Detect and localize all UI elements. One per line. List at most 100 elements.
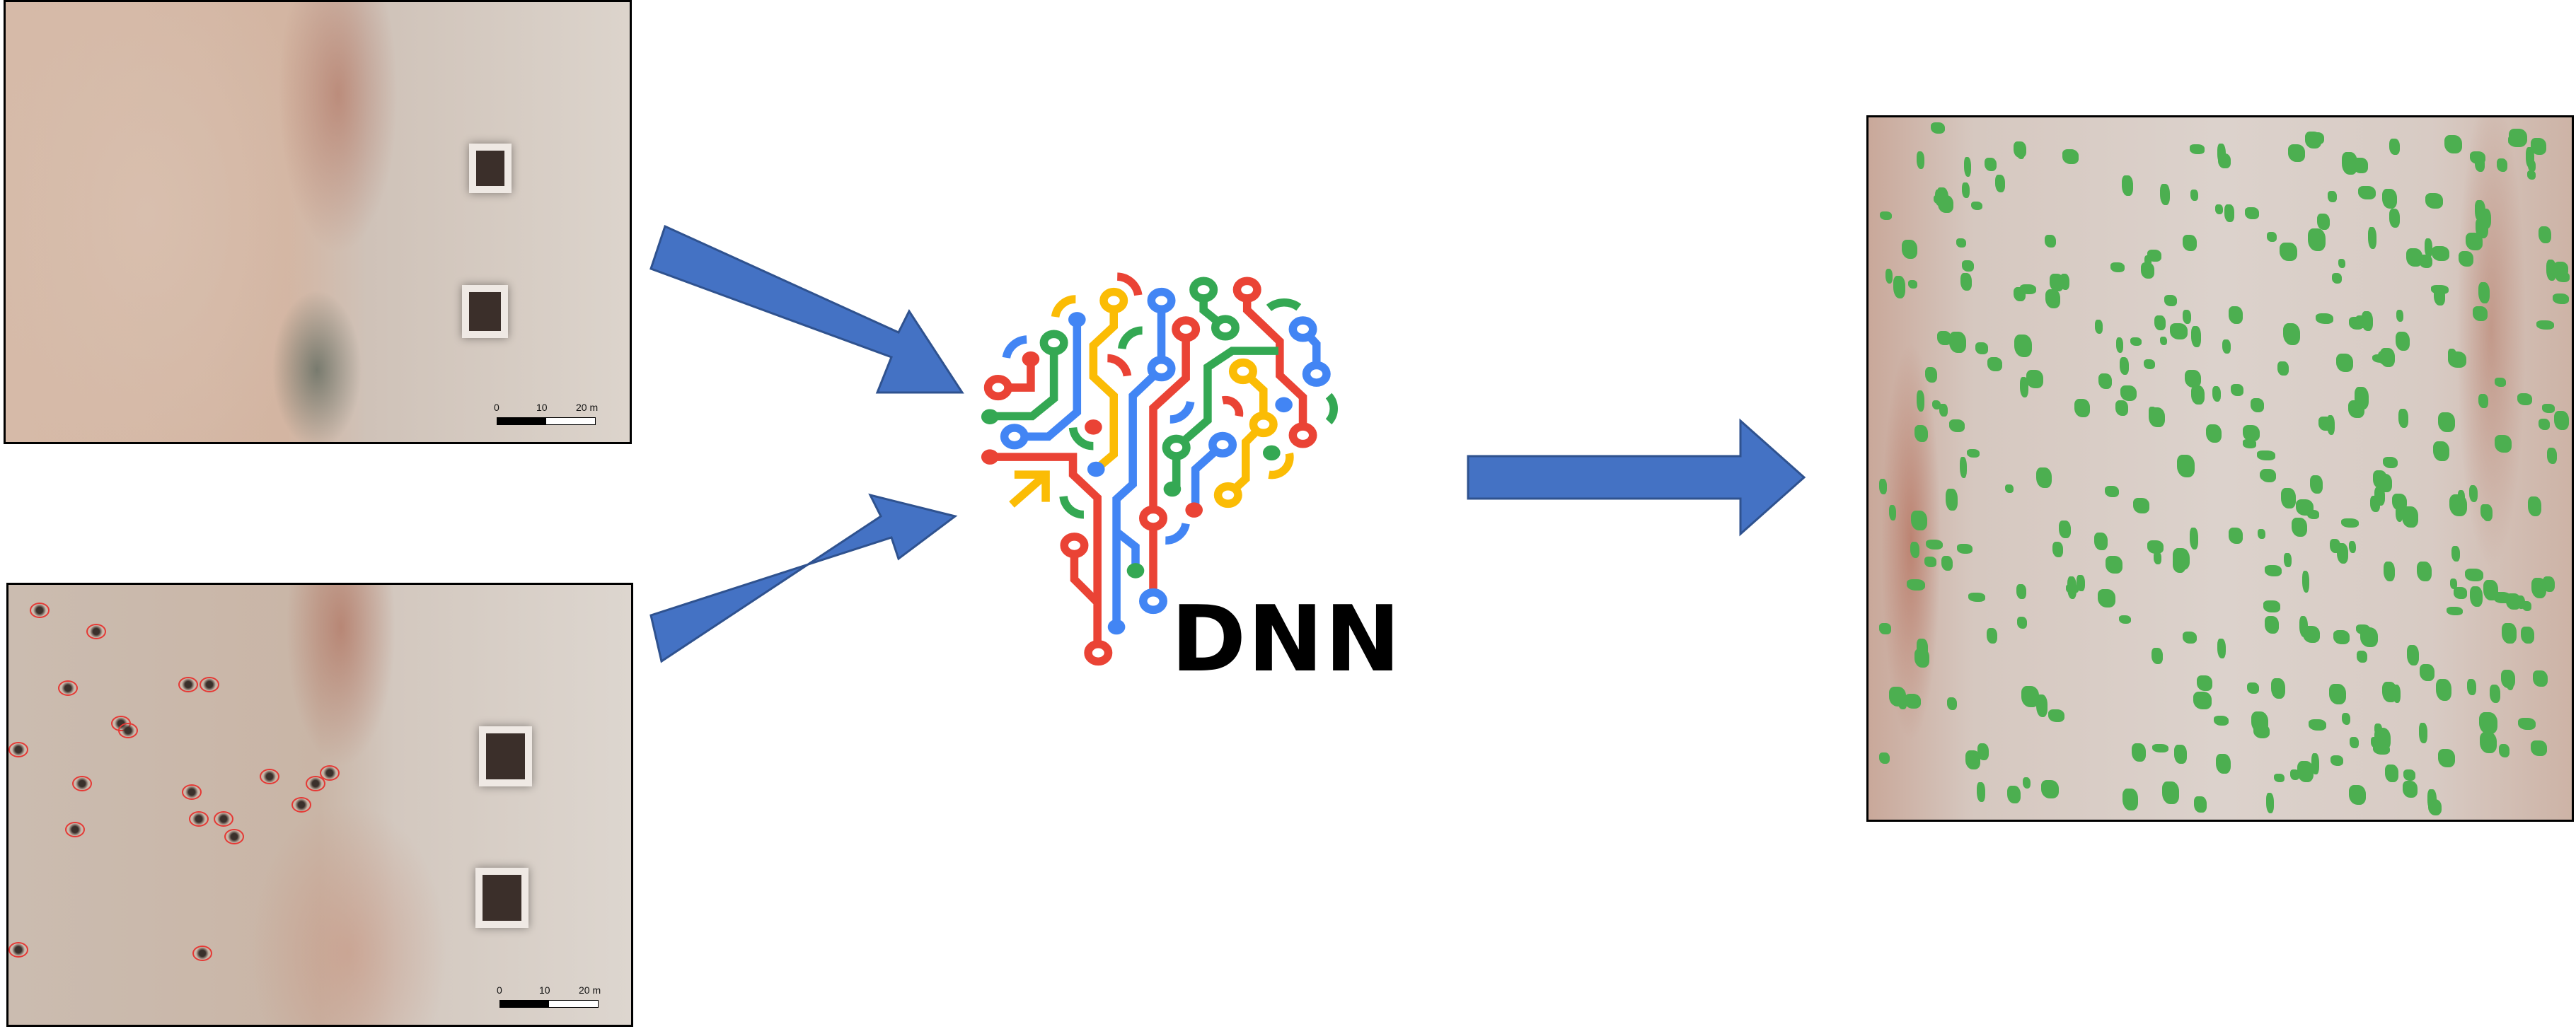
annotation-ellipse: [260, 769, 279, 784]
prediction-blob: [2335, 353, 2354, 373]
prediction-blob: [2228, 306, 2243, 324]
prediction-blob: [2222, 339, 2231, 354]
prediction-blob: [1907, 279, 1917, 289]
prediction-blob: [2074, 399, 2091, 417]
prediction-blob: [1904, 694, 1922, 709]
prediction-blob: [2330, 539, 2341, 554]
annotation-ellipse: [72, 776, 92, 791]
prediction-blob: [2159, 337, 2167, 346]
prediction-blob: [2480, 731, 2497, 753]
prediction-blob: [1901, 239, 1917, 259]
annotation-ellipse: [8, 942, 28, 958]
prediction-blob: [2333, 629, 2350, 644]
prediction-blob: [2182, 235, 2197, 251]
prediction-blob: [2182, 631, 2197, 644]
prediction-blob: [2406, 248, 2423, 267]
prediction-blob: [2419, 664, 2435, 682]
prediction-blob: [1917, 390, 1925, 412]
prediction-blob: [2213, 715, 2229, 726]
prediction-blob: [2308, 228, 2326, 252]
prediction-blob: [2149, 407, 2165, 428]
prediction-blob: [2182, 310, 2191, 325]
scale-label: 0: [497, 984, 502, 996]
prediction-blob: [2205, 424, 2222, 443]
prediction-blob: [1976, 782, 1985, 803]
prediction-blob: [2159, 183, 2170, 206]
prediction-blob: [2478, 711, 2497, 734]
prediction-blob: [1941, 556, 1953, 571]
prediction-blob: [2418, 254, 2433, 269]
prediction-blob: [2154, 315, 2166, 330]
prediction-blob: [2152, 743, 2168, 753]
prediction-blob: [2144, 255, 2152, 267]
prediction-blob: [2260, 468, 2277, 482]
prediction-blob: [2263, 600, 2280, 612]
prediction-blob: [2243, 424, 2260, 441]
prediction-blob: [2451, 545, 2460, 562]
prediction-blob: [2021, 686, 2040, 707]
prediction-blob: [2349, 540, 2357, 554]
prediction-blob: [2301, 570, 2310, 593]
prediction-blob: [2338, 258, 2346, 268]
annotation-ellipse: [182, 784, 202, 800]
prediction-blob: [2554, 410, 2569, 431]
prediction-blob: [2014, 286, 2026, 302]
prediction-blob: [2277, 361, 2289, 376]
prediction-blob: [2120, 357, 2130, 376]
prediction-blob: [2132, 743, 2147, 762]
prediction-blob: [2361, 311, 2373, 332]
prediction-blob: [2143, 359, 2156, 370]
prediction-blob: [2531, 578, 2547, 598]
prediction-blob: [2449, 579, 2458, 590]
prediction-blob: [2190, 144, 2205, 154]
prediction-blob: [2331, 272, 2343, 284]
annotation-ellipse: [65, 822, 85, 837]
prediction-blob: [2553, 262, 2568, 277]
prediction-blob: [1885, 269, 1893, 284]
prediction-blob: [2265, 793, 2274, 814]
prediction-blob: [2242, 439, 2256, 448]
prediction-blob: [2271, 678, 2286, 699]
prediction-blob: [2152, 648, 2164, 665]
prediction-blob: [2256, 450, 2275, 460]
prediction-blob: [2356, 624, 2370, 634]
prediction-blob: [2118, 615, 2132, 624]
scale-bar-graphic: [499, 1000, 599, 1008]
prediction-blob: [2230, 384, 2243, 397]
prediction-blob: [1911, 510, 1927, 531]
scale-label: 10: [539, 984, 550, 996]
scale-bar-graphic: [497, 417, 596, 425]
prediction-blob: [2288, 144, 2306, 162]
prediction-blob: [2424, 238, 2432, 257]
prediction-blob: [1907, 579, 1925, 591]
prediction-blob: [1959, 456, 1967, 478]
prediction-blob: [2133, 497, 2150, 513]
prediction-blob: [2478, 282, 2490, 303]
annotation-ellipse: [306, 776, 325, 791]
prediction-blob: [2016, 143, 2026, 159]
prediction-blob: [1949, 332, 1966, 354]
prediction-blob: [2389, 209, 2401, 228]
prediction-blob: [2004, 484, 2014, 494]
prediction-blob: [2521, 626, 2534, 644]
prediction-blob: [1965, 750, 1980, 769]
prediction-blob: [2120, 385, 2137, 402]
prediction-blob: [2435, 678, 2452, 702]
prediction-blob: [2367, 226, 2376, 249]
prediction-blob: [2526, 170, 2536, 180]
prediction-blob: [2214, 204, 2223, 214]
prediction-blob: [2190, 190, 2198, 201]
prediction-blob: [2466, 679, 2477, 696]
prediction-blob: [1926, 539, 1943, 550]
prediction-blob: [2217, 638, 2226, 658]
prediction-blob: [2311, 132, 2324, 145]
prediction-blob: [2185, 369, 2201, 388]
prediction-blob: [2130, 337, 2142, 347]
prediction-blob: [1968, 593, 1985, 602]
prediction-blob: [2328, 191, 2338, 202]
scale-label: 20 m: [579, 984, 601, 996]
prediction-blob: [2189, 528, 2199, 550]
scale-label: 20 m: [576, 402, 599, 413]
prediction-blob: [2264, 616, 2280, 634]
prediction-blob: [1946, 697, 1957, 711]
